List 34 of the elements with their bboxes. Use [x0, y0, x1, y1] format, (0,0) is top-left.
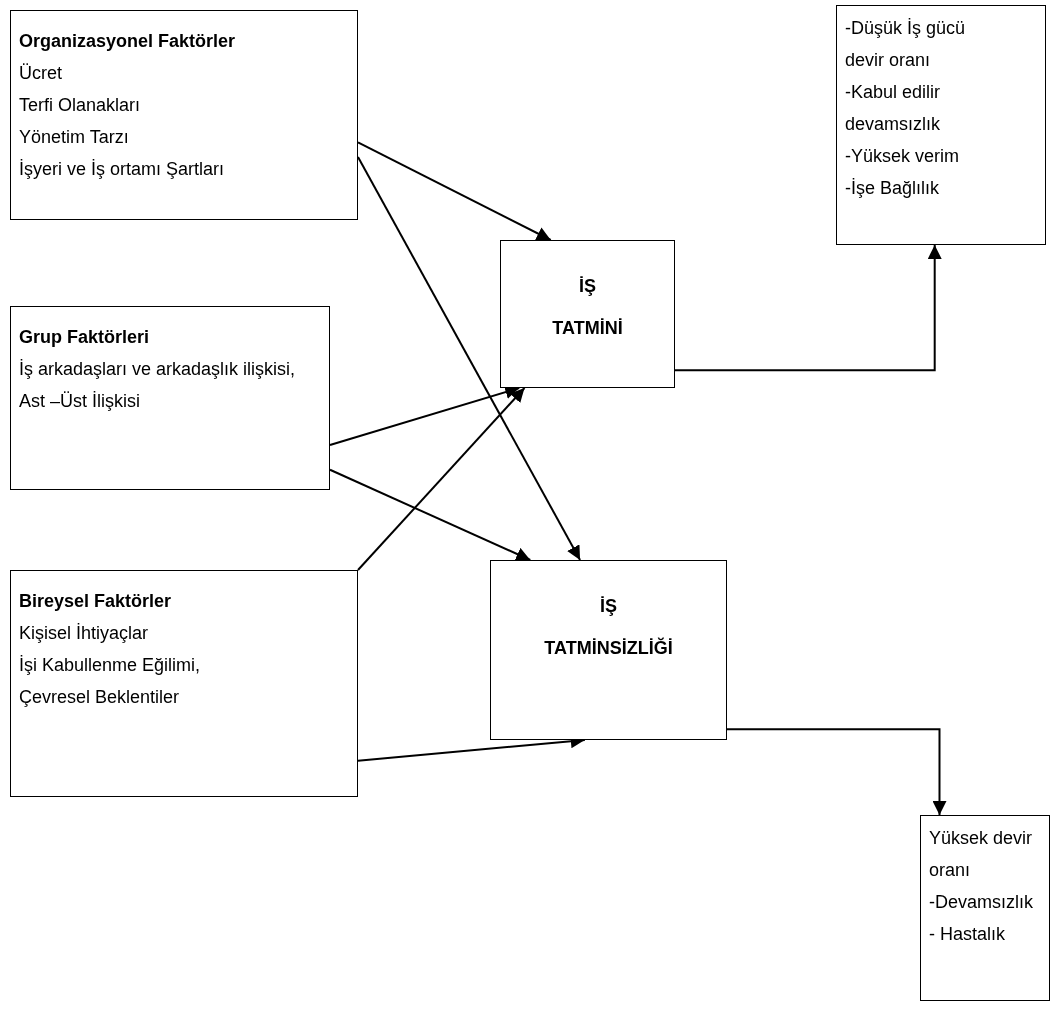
arrow	[726, 728, 947, 816]
list-item: -Yüksek verim	[845, 145, 961, 168]
box-heading: Grup Faktörleri	[19, 326, 151, 349]
arrow	[357, 141, 552, 241]
factor-box	[10, 306, 330, 490]
list-item: Yüksek devir oranı	[929, 827, 1034, 882]
result-box	[920, 815, 1050, 1001]
factor-box	[10, 10, 358, 220]
list-item: Yönetim Tarzı	[19, 126, 130, 149]
factor-box	[10, 570, 358, 797]
list-item: Ücret	[19, 62, 63, 85]
list-item: Kişisel İhtiyaçlar	[19, 622, 150, 645]
outcome-box	[500, 240, 675, 388]
list-item: -Devamsızlık	[929, 891, 1034, 914]
box-heading: Bireysel Faktörler	[19, 590, 173, 613]
list-item: İşi Kabullenme Eğilimi,	[19, 654, 202, 677]
arrow	[357, 156, 582, 561]
list-item: Ast –Üst İlişkisi	[19, 390, 142, 413]
list-item: -Düşük İş gücü devir oranı	[845, 17, 967, 72]
outcome-box	[490, 560, 727, 740]
list-item: Çevresel Beklentiler	[19, 686, 181, 709]
list-item: Terfi Olanakları	[19, 94, 142, 117]
list-item: İşyeri ve İş ortamı Şartları	[19, 158, 226, 181]
box-title: İŞ TATMİNSİZLİĞİ	[543, 595, 674, 660]
list-item: - Hastalık	[929, 923, 1007, 946]
arrow	[329, 468, 532, 561]
list-item: İş arkadaşları ve arkadaşlık ilişkisi,	[19, 358, 297, 381]
list-item: -Kabul edilir devamsızlık	[845, 81, 942, 136]
result-box	[836, 5, 1046, 245]
list-item: -İşe Bağlılık	[845, 177, 941, 200]
box-title: İŞ TATMİNİ	[551, 275, 624, 340]
arrow	[674, 244, 942, 372]
box-heading: Organizasyonel Faktörler	[19, 30, 237, 53]
arrow	[357, 387, 526, 571]
